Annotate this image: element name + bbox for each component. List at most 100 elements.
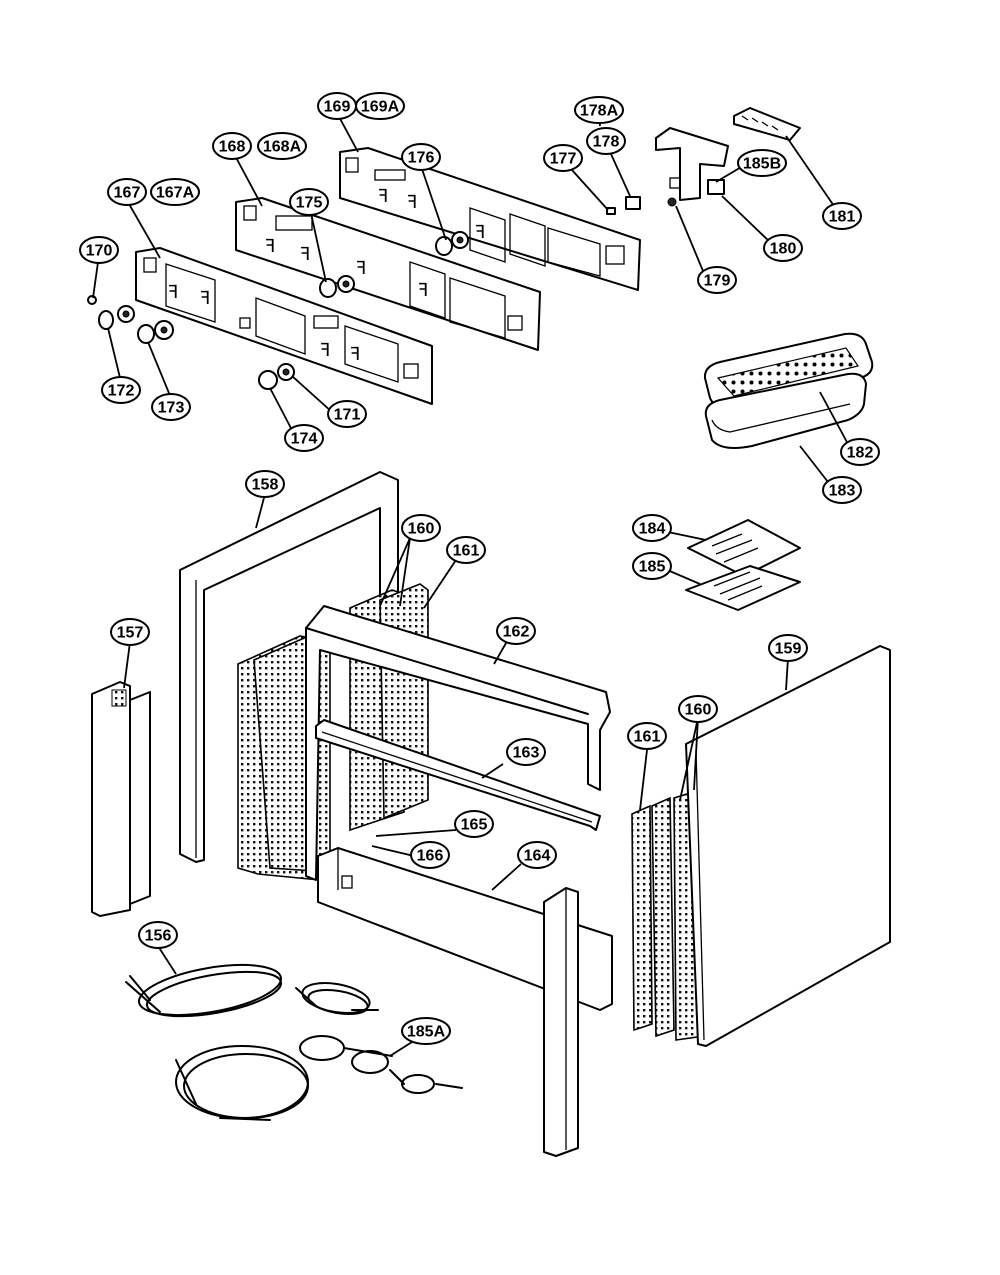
callout-c184: 184 bbox=[632, 514, 672, 542]
callout-oval bbox=[355, 92, 405, 120]
bottom-panel-164 bbox=[317, 847, 613, 1157]
svg-text:ꟻ: ꟻ bbox=[320, 340, 330, 360]
callout-number: 183 bbox=[829, 483, 856, 500]
callout-number: 168 bbox=[219, 139, 246, 156]
callout-number: 170 bbox=[86, 243, 113, 260]
callout-oval bbox=[697, 266, 737, 294]
callout-number: 157 bbox=[117, 625, 144, 642]
callout-number: 176 bbox=[408, 150, 435, 167]
callout-oval bbox=[632, 552, 672, 580]
callout-number: 182 bbox=[847, 445, 874, 462]
callout-number: 171 bbox=[334, 407, 361, 424]
callout-number: 158 bbox=[252, 477, 279, 494]
callout-oval bbox=[110, 618, 150, 646]
svg-text:ꟻ: ꟻ bbox=[356, 258, 366, 278]
callout-oval bbox=[737, 149, 787, 177]
bracket-parts bbox=[606, 107, 801, 215]
callout-c167a_top: 167 bbox=[107, 178, 147, 206]
callout-c157: 157 bbox=[110, 618, 150, 646]
callout-number: 169 bbox=[324, 99, 351, 116]
callout-c161a: 161 bbox=[446, 536, 486, 564]
callout-number: 160 bbox=[408, 521, 435, 538]
callout-oval bbox=[543, 144, 583, 172]
callout-c169: 169 bbox=[317, 92, 357, 120]
callout-number: 185A bbox=[407, 1024, 446, 1041]
callout-c173: 173 bbox=[151, 393, 191, 421]
callout-number: 164 bbox=[524, 848, 551, 865]
callout-c169a: 169A bbox=[355, 92, 405, 120]
callout-c162: 162 bbox=[496, 617, 536, 645]
callout-oval bbox=[768, 634, 808, 662]
broiler-pan-183 bbox=[704, 372, 867, 449]
svg-text:ꟻ: ꟻ bbox=[168, 282, 178, 302]
callout-oval bbox=[101, 376, 141, 404]
callout-c158: 158 bbox=[245, 470, 285, 498]
callout-c175: 175 bbox=[289, 188, 329, 216]
callout-oval bbox=[79, 236, 119, 264]
callout-oval bbox=[446, 536, 486, 564]
svg-text:ꟻ: ꟻ bbox=[300, 244, 310, 264]
callout-oval bbox=[289, 188, 329, 216]
callout-oval bbox=[517, 841, 557, 869]
callout-oval bbox=[822, 476, 862, 504]
control-panel-169: ꟻ ꟻ ꟻ bbox=[339, 147, 641, 291]
callout-number: 179 bbox=[704, 273, 731, 290]
callout-number: 173 bbox=[158, 400, 185, 417]
callout-oval bbox=[138, 921, 178, 949]
callout-number: 161 bbox=[453, 543, 480, 560]
callout-c180: 180 bbox=[763, 234, 803, 262]
callout-number: 168A bbox=[263, 139, 302, 156]
callout-c178: 178 bbox=[586, 127, 626, 155]
callout-number: 162 bbox=[503, 624, 530, 641]
callout-number: 178A bbox=[580, 103, 619, 120]
callout-number: 175 bbox=[296, 195, 323, 212]
callout-oval bbox=[401, 514, 441, 542]
callout-c170: 170 bbox=[79, 236, 119, 264]
callout-oval bbox=[506, 738, 546, 766]
callout-number: 172 bbox=[108, 383, 135, 400]
callout-c174: 174 bbox=[284, 424, 324, 452]
callout-oval bbox=[401, 1017, 451, 1045]
callout-number: 160 bbox=[685, 702, 712, 719]
svg-text:ꟻ: ꟻ bbox=[407, 192, 417, 212]
callout-oval bbox=[257, 132, 307, 160]
callout-c172: 172 bbox=[101, 376, 141, 404]
callout-oval bbox=[212, 132, 252, 160]
callout-c160a: 160 bbox=[401, 514, 441, 542]
side-post-157 bbox=[91, 681, 151, 917]
callout-number: 184 bbox=[639, 521, 666, 538]
callout-number: 177 bbox=[550, 151, 577, 168]
callout-c166: 166 bbox=[410, 841, 450, 869]
callout-number: 159 bbox=[775, 641, 802, 658]
callout-c185: 185 bbox=[632, 552, 672, 580]
callout-c168a: 168A bbox=[257, 132, 307, 160]
callout-c183: 183 bbox=[822, 476, 862, 504]
callout-c161b: 161 bbox=[627, 722, 667, 750]
callout-oval bbox=[822, 202, 862, 230]
callout-oval bbox=[496, 617, 536, 645]
callout-c165: 165 bbox=[454, 810, 494, 838]
knob-parts bbox=[87, 231, 469, 390]
callout-oval bbox=[627, 722, 667, 750]
cabinet-frame-158 bbox=[179, 471, 399, 863]
callout-oval bbox=[401, 143, 441, 171]
callout-number: 167 bbox=[114, 185, 141, 202]
callout-c171: 171 bbox=[327, 400, 367, 428]
wire-harnesses bbox=[125, 963, 463, 1121]
top-rail-162 bbox=[305, 605, 611, 881]
callout-number: 185 bbox=[639, 559, 666, 576]
callout-c176: 176 bbox=[401, 143, 441, 171]
svg-text:ꟻ: ꟻ bbox=[200, 288, 210, 308]
callout-oval bbox=[586, 127, 626, 155]
callout-c185a: 185A bbox=[401, 1017, 451, 1045]
svg-text:ꟻ: ꟻ bbox=[475, 222, 485, 242]
callout-oval bbox=[107, 178, 147, 206]
callout-c177: 177 bbox=[543, 144, 583, 172]
callout-c168: 168 bbox=[212, 132, 252, 160]
svg-text:ꟻ: ꟻ bbox=[418, 280, 428, 300]
label-cards bbox=[685, 519, 801, 611]
svg-text:ꟻ: ꟻ bbox=[350, 344, 360, 364]
callout-number: 178 bbox=[593, 134, 620, 151]
